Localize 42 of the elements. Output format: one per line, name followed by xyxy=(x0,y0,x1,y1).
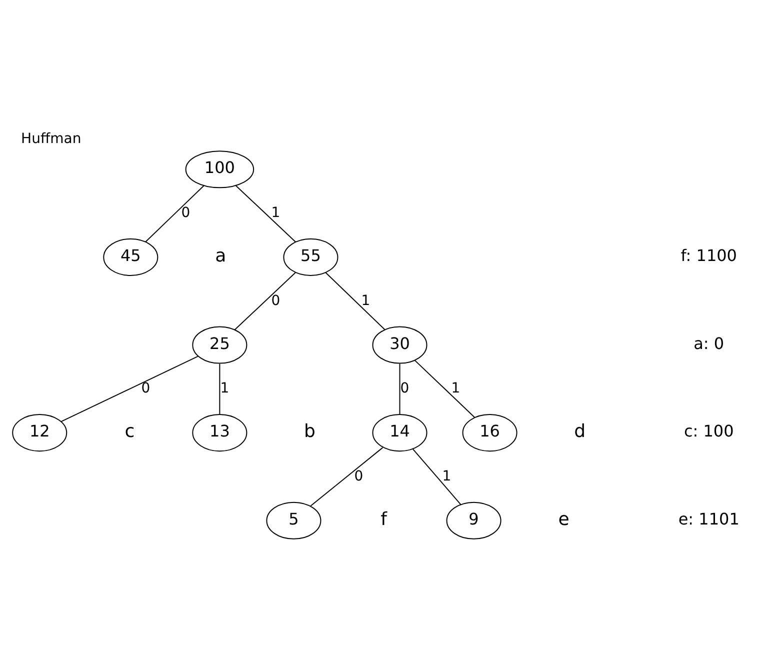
connector xyxy=(234,272,296,330)
connector xyxy=(399,362,400,414)
edge-label: 1 xyxy=(271,204,280,221)
node-ellipse: 45 xyxy=(103,238,158,276)
node-ellipse: 25 xyxy=(192,326,248,364)
diagram-title: Huffman xyxy=(21,130,82,147)
edge-label: 0 xyxy=(354,468,364,484)
node-ellipse: 16 xyxy=(462,414,518,452)
label: e: 1101 xyxy=(678,508,740,528)
node-ellipse: 100 xyxy=(185,150,254,188)
edge-label: 1 xyxy=(220,380,230,396)
edge-label: 0 xyxy=(141,380,150,396)
label: c: 100 xyxy=(684,421,734,440)
connector xyxy=(310,446,384,506)
edge-label: 0 xyxy=(181,204,190,221)
edge-label: 1 xyxy=(361,292,370,308)
node-label: a xyxy=(215,245,226,266)
node-ellipse: 14 xyxy=(372,414,428,452)
connector xyxy=(235,184,296,242)
connector xyxy=(325,272,386,330)
node-ellipse: 5 xyxy=(266,501,322,539)
edge-label: 0 xyxy=(400,380,410,396)
node-ellipse: 13 xyxy=(192,414,248,452)
node-label: f xyxy=(380,508,387,530)
connector xyxy=(414,360,476,418)
label: a: 0 xyxy=(694,333,724,352)
label: f: 1100 xyxy=(680,246,737,265)
node-ellipse: 30 xyxy=(372,326,428,364)
node-label: c xyxy=(124,420,135,442)
edge-label: 1 xyxy=(451,380,460,396)
connector xyxy=(145,184,204,242)
node-ellipse: 12 xyxy=(12,414,68,452)
connector xyxy=(412,448,462,504)
node-ellipse: 55 xyxy=(283,238,338,276)
node-ellipse: 9 xyxy=(446,501,502,539)
node-label: b xyxy=(304,420,316,442)
node-label: d xyxy=(574,420,586,442)
edge-label: 0 xyxy=(271,292,280,308)
edge-label: 1 xyxy=(442,468,452,484)
node-label: e xyxy=(558,508,570,530)
connector xyxy=(60,355,198,422)
connector xyxy=(219,362,220,414)
